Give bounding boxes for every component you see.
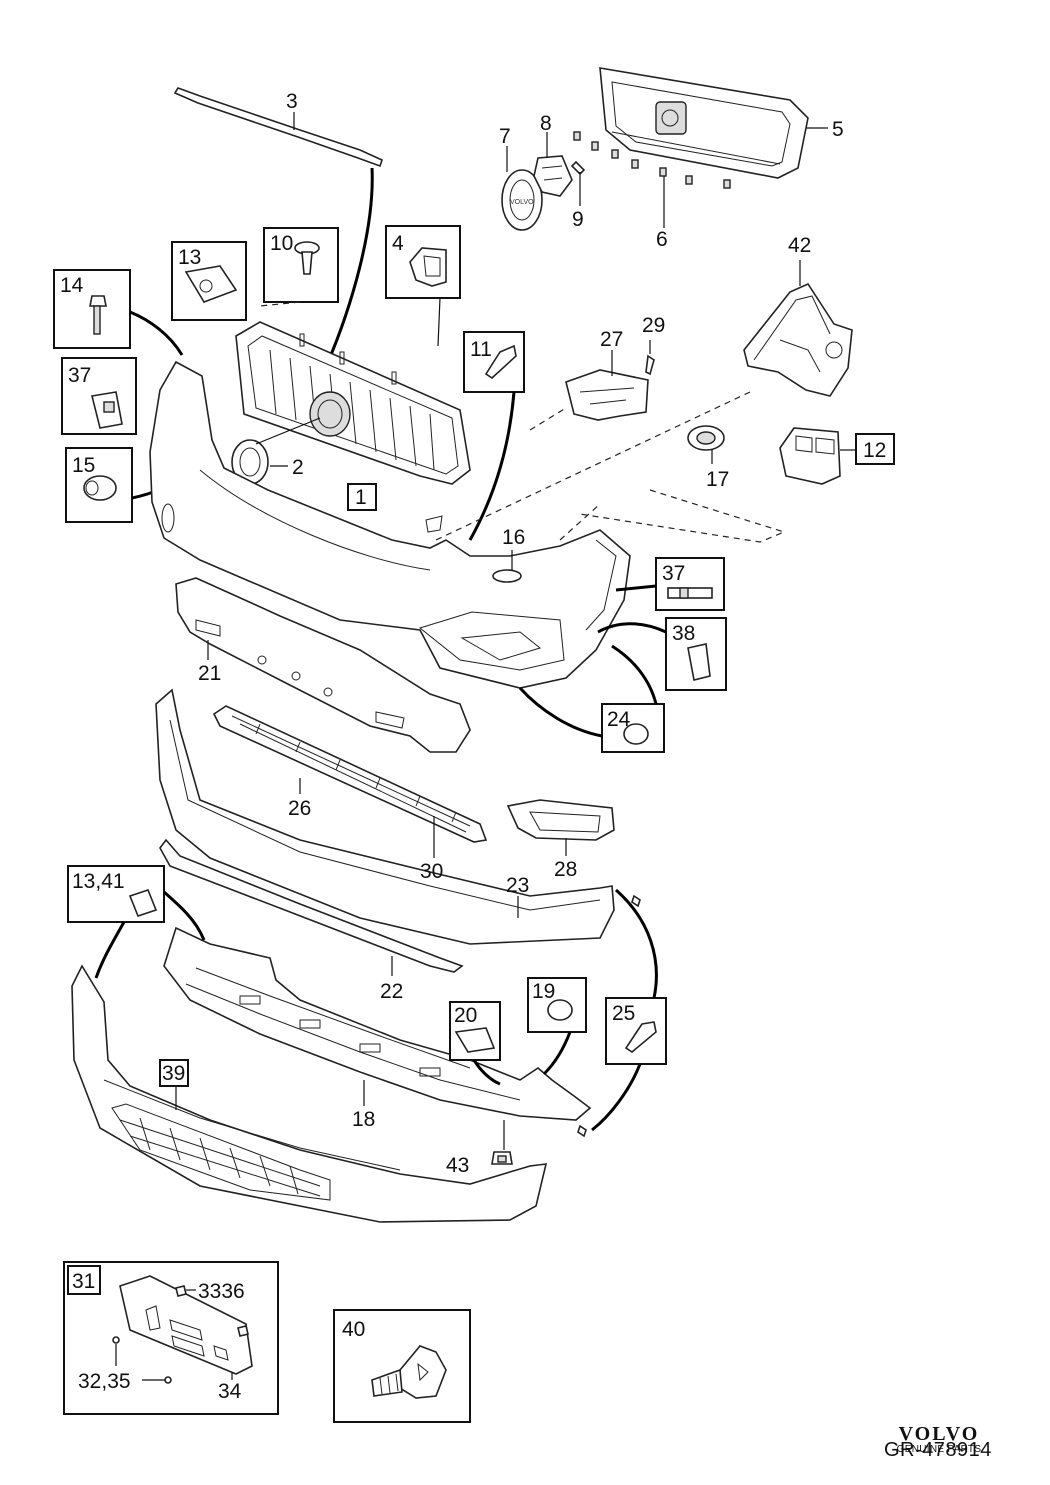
label-2: 2 [292,456,304,479]
label-24: 24 [607,708,631,731]
brand-logo: VOLVO GENUINE PARTS [884,1424,994,1456]
label-13-41: 13,41 [72,870,125,893]
lower-grille-26 [212,705,488,843]
callout-box-12 [855,433,895,465]
label-25: 25 [612,1002,635,1025]
label-15: 15 [72,454,95,477]
callout-box-20 [449,1001,501,1061]
callout-box-37-left [61,357,137,435]
label-27: 27 [600,328,623,351]
strip-22 [159,838,464,973]
callout-box-40 [333,1309,471,1423]
callout-box-15 [65,447,133,523]
bracket-27 [565,369,649,421]
label-8: 8 [540,112,552,135]
callout-box-25 [605,997,667,1065]
screw-9 [570,160,586,176]
label-19: 19 [532,980,555,1003]
trim-strip-3 [173,87,383,168]
bracket-42 [743,282,853,397]
callout-box-10 [263,227,339,303]
label-6: 6 [656,228,668,251]
label-1: 1 [355,486,367,509]
label-7: 7 [499,125,511,148]
label-12: 12 [863,439,886,462]
label-42: 42 [788,234,811,257]
sensor-cap-16 [492,569,522,583]
foglight-bezel-28 [506,799,615,841]
label-17: 17 [706,468,729,491]
sensor-holder-12 [779,427,841,485]
label-38: 38 [672,622,695,645]
callout-box-38 [665,617,727,691]
label-14: 14 [60,274,84,297]
label-4: 4 [392,232,404,255]
label-37-left: 37 [68,364,91,387]
label-10: 10 [270,232,293,255]
screw-29 [645,354,655,376]
label-3336: 3336 [198,1280,245,1303]
brand-subtitle: GENUINE PARTS [896,1444,982,1455]
label-21: 21 [198,662,221,685]
bumper-cover [149,360,631,689]
label-40: 40 [342,1318,365,1341]
undertray-18 [163,926,592,1121]
emblem-7: VOLVO [501,169,543,231]
label-43: 43 [446,1154,469,1177]
clip-43 [491,1151,513,1165]
callout-box-4 [385,225,461,299]
clips-6 [573,131,731,189]
upper-grille-5 [599,67,809,179]
callout-box-1 [347,483,377,511]
label-23: 23 [506,874,529,897]
label-11: 11 [470,338,492,361]
label-29: 29 [642,314,665,337]
label-3: 3 [286,90,298,113]
callout-box-13-41 [67,865,165,923]
label-18: 18 [352,1108,375,1131]
label-39: 39 [162,1062,185,1085]
lower-trim-23 [155,688,615,945]
label-13: 13 [178,246,201,269]
callout-box-19 [527,977,587,1033]
label-31: 31 [72,1270,95,1293]
callout-box-37-right [655,557,725,611]
sensor-cover-17 [687,425,725,451]
diagram-code: GR-478914 [884,1439,992,1461]
callout-box-39 [159,1059,189,1087]
label-26: 26 [288,797,311,820]
svg-text:VOLVO: VOLVO [510,199,534,206]
label-37-right: 37 [662,562,685,585]
emblem-bracket-8 [533,155,573,197]
callout-box-11 [463,331,525,393]
label-5: 5 [832,118,844,141]
label-30: 30 [420,860,443,883]
main-grille-1 [235,321,471,485]
label-28: 28 [554,858,577,881]
label-32-35: 32,35 [78,1370,131,1393]
callout-box-24 [601,703,665,753]
impact-beam-21 [175,577,471,753]
brand-name: VOLVO [898,1423,980,1445]
lower-bumper-39 [71,964,548,1223]
grille-emblem-mount [655,101,687,135]
label-22: 22 [380,980,403,1003]
callout-box-14 [53,269,131,349]
label-16: 16 [502,526,525,549]
license-plate-holder-box [63,1261,279,1415]
callout-box-13 [171,241,247,321]
label-9: 9 [572,208,584,231]
label-34: 34 [218,1380,242,1403]
label-20: 20 [454,1004,477,1027]
